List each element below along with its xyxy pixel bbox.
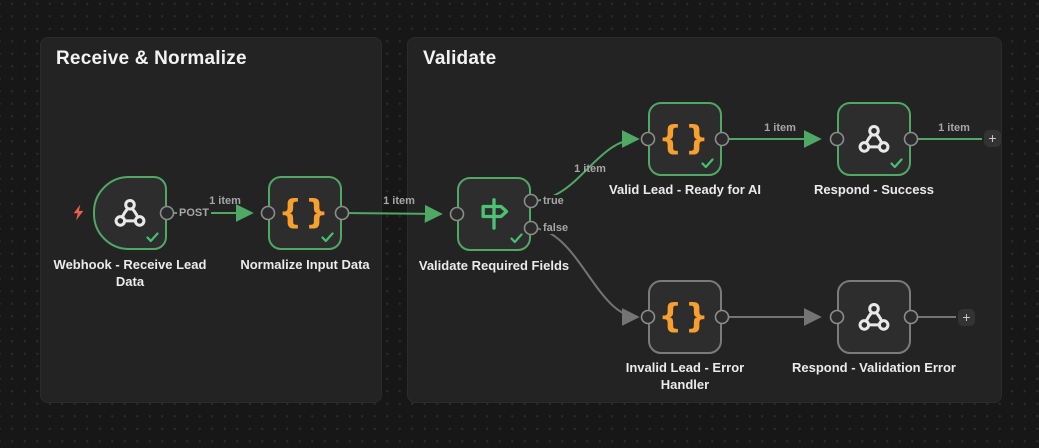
items-count-label: 1 item	[209, 195, 241, 207]
add-node-button[interactable]: +	[958, 309, 975, 326]
success-check-icon	[890, 158, 903, 169]
items-count-label: 1 item	[574, 163, 606, 175]
code-braces-icon: {}	[658, 295, 712, 335]
group-title: Receive & Normalize	[56, 48, 247, 69]
node-respond-success[interactable]	[837, 102, 911, 176]
node-label-webhook: Webhook - Receive Lead Data	[53, 257, 207, 289]
webhook-icon	[114, 198, 146, 227]
items-count-label: 1 item	[764, 122, 796, 134]
branch-true-label: true	[541, 195, 566, 207]
node-valid-lead-ready-for-ai[interactable]: {}	[648, 102, 722, 176]
success-check-icon	[146, 232, 159, 243]
if-signpost-icon	[481, 198, 509, 230]
webhook-method-label: POST	[177, 207, 211, 219]
items-count-label: 1 item	[938, 122, 970, 134]
node-label-respond-success: Respond - Success	[814, 182, 934, 197]
success-check-icon	[321, 232, 334, 243]
items-count-label: 1 item	[383, 195, 415, 207]
node-invalid-lead-error-handler[interactable]: {}	[648, 280, 722, 354]
success-check-icon	[510, 233, 523, 244]
node-validate-required-fields[interactable]	[457, 177, 531, 251]
node-label-invalid-lead: Invalid Lead - Error Handler	[625, 360, 745, 392]
lightning-bolt-icon	[73, 204, 84, 221]
success-check-icon	[701, 158, 714, 169]
node-label-valid-lead: Valid Lead - Ready for AI	[609, 182, 761, 197]
respond-webhook-icon	[858, 302, 890, 331]
branch-false-label: false	[541, 222, 571, 234]
respond-webhook-icon	[858, 124, 890, 153]
node-label-normalize: Normalize Input Data	[240, 257, 370, 272]
add-node-button[interactable]: +	[984, 130, 1001, 147]
node-normalize-input-data[interactable]: {}	[268, 176, 342, 250]
code-braces-icon: {}	[658, 117, 712, 157]
node-webhook-receive-lead-data[interactable]	[93, 176, 167, 250]
node-label-respond-error: Respond - Validation Error	[792, 360, 956, 375]
group-title: Validate	[423, 48, 497, 69]
code-braces-icon: {}	[278, 191, 332, 231]
node-respond-validation-error[interactable]	[837, 280, 911, 354]
node-label-validate: Validate Required Fields	[418, 258, 570, 273]
